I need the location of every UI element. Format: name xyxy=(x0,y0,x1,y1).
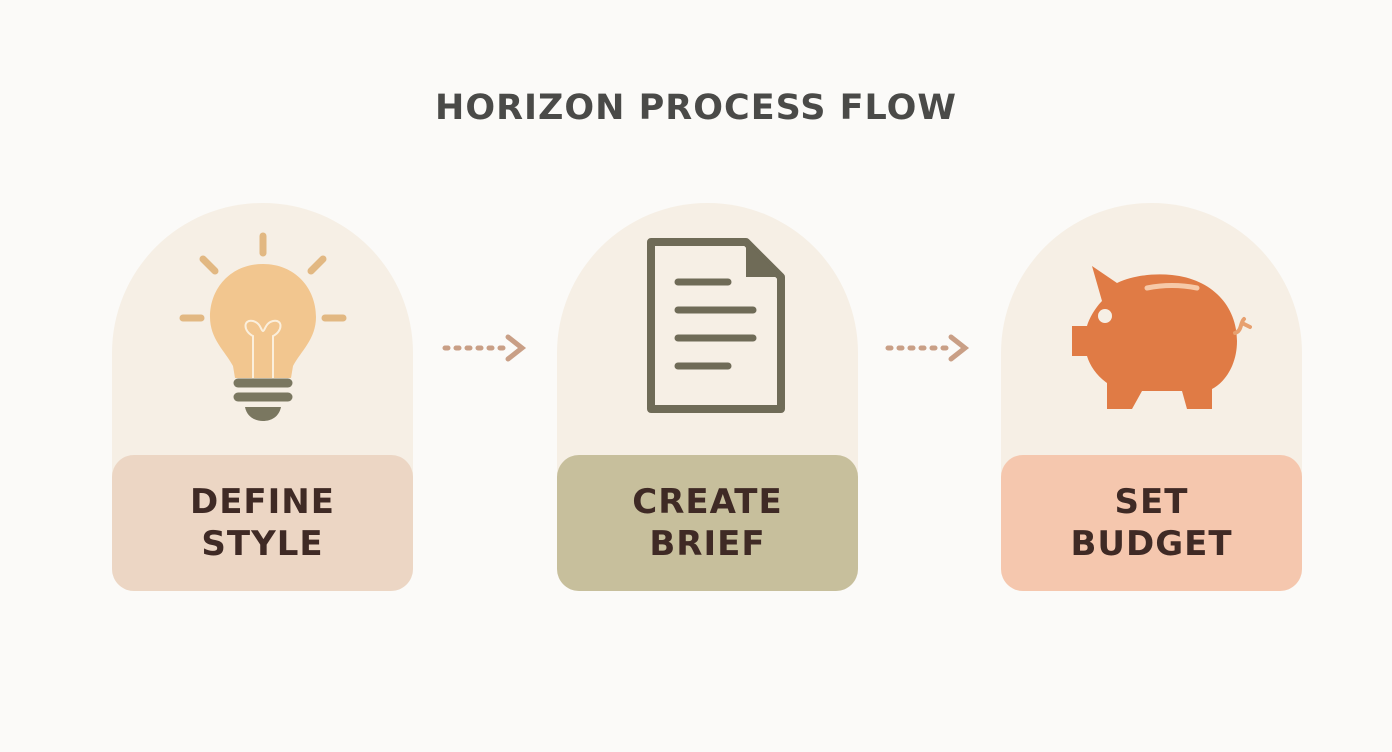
step-label-line2: BRIEF xyxy=(649,524,766,564)
step-label-line1: CREATE xyxy=(632,482,783,522)
step-label-line2: STYLE xyxy=(201,524,324,564)
lightbulb-icon xyxy=(179,232,346,421)
piggy-bank-icon xyxy=(1071,266,1252,409)
dotted-arrow-icon xyxy=(885,334,970,362)
step-label-line1: DEFINE xyxy=(189,482,335,522)
step-label-line2: BUDGET xyxy=(1070,524,1233,564)
step-card-create-brief: CREATE BRIEF xyxy=(557,203,858,591)
diagram-title: HORIZON PROCESS FLOW xyxy=(435,88,957,128)
dotted-arrow-icon xyxy=(442,334,527,362)
document-icon xyxy=(646,238,785,413)
step-label: SET BUDGET xyxy=(1001,455,1302,591)
step-label: CREATE BRIEF xyxy=(557,455,858,591)
step-label-line1: SET xyxy=(1114,482,1189,522)
step-card-define-style: DEFINE STYLE xyxy=(112,203,413,591)
step-label: DEFINE STYLE xyxy=(112,455,413,591)
step-card-set-budget: SET BUDGET xyxy=(1001,203,1302,591)
